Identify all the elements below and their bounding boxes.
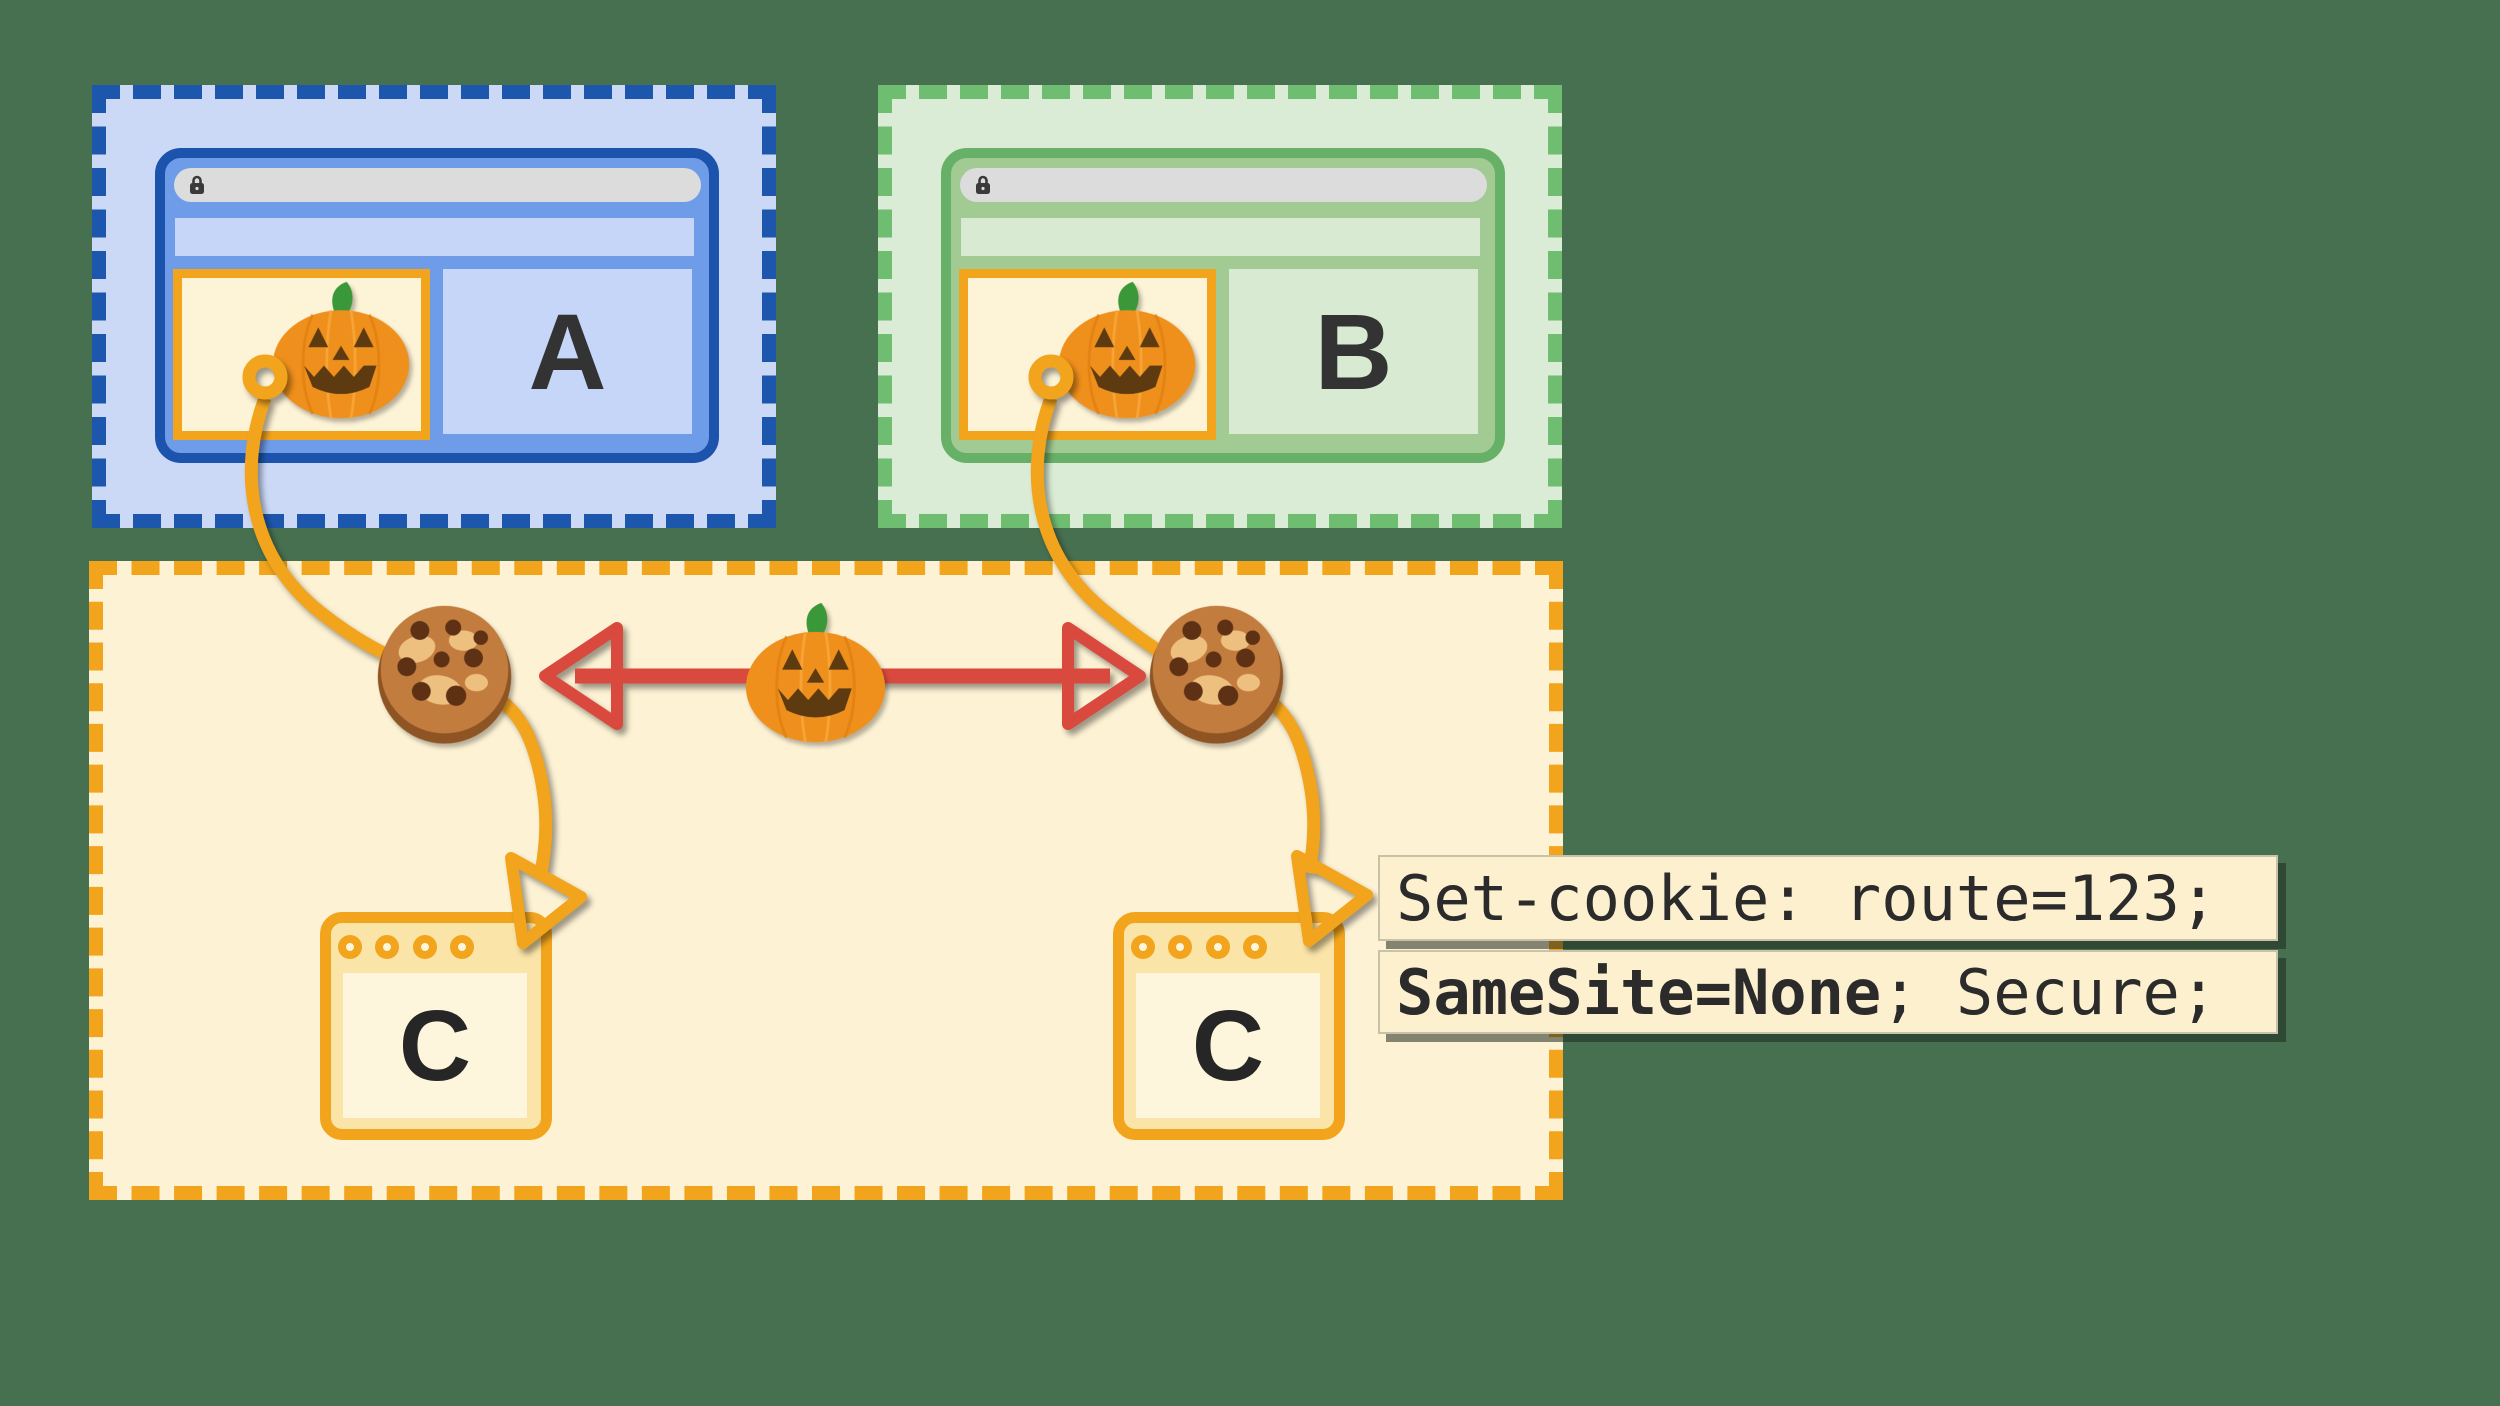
browser-window-a: A bbox=[155, 148, 719, 463]
window-dot-icon bbox=[413, 935, 437, 959]
window-dot-icon bbox=[338, 935, 362, 959]
site-c-left-content: C bbox=[343, 973, 527, 1118]
set-cookie-code-line-2: SameSite=None; Secure; bbox=[1378, 950, 2278, 1034]
url-bar-b bbox=[960, 168, 1487, 202]
site-a-content-panel: A bbox=[443, 269, 692, 434]
code-line-1-text: Set-cookie: route=123; bbox=[1396, 861, 2218, 935]
site-b-label: B bbox=[1314, 290, 1393, 412]
site-b-content-panel: B bbox=[1229, 269, 1478, 434]
window-dot-icon bbox=[1168, 935, 1192, 959]
site-c-right-label: C bbox=[1191, 989, 1265, 1102]
window-dot-icon bbox=[1206, 935, 1230, 959]
site-a-label: A bbox=[528, 290, 607, 412]
third-party-iframe-a bbox=[173, 269, 430, 440]
browser-window-b: B bbox=[941, 148, 1505, 463]
set-cookie-code-line-1: Set-cookie: route=123; bbox=[1378, 855, 2278, 941]
page-banner-b bbox=[961, 218, 1480, 256]
site-c-window-left: C bbox=[320, 912, 552, 1140]
window-dot-icon bbox=[450, 935, 474, 959]
url-bar-a bbox=[174, 168, 701, 202]
site-c-right-content: C bbox=[1136, 973, 1320, 1118]
window-dot-icon bbox=[1131, 935, 1155, 959]
site-b-context-box: B bbox=[878, 85, 1562, 528]
third-party-iframe-b bbox=[959, 269, 1216, 440]
site-c-left-label: C bbox=[398, 989, 472, 1102]
window-dot-icon bbox=[1243, 935, 1267, 959]
code-samesite-none: SameSite=None bbox=[1396, 955, 1882, 1029]
lock-icon bbox=[190, 175, 204, 194]
code-secure: ; Secure; bbox=[1881, 955, 2218, 1029]
page-banner-a bbox=[175, 218, 694, 256]
window-dot-icon bbox=[375, 935, 399, 959]
site-c-window-right: C bbox=[1113, 912, 1345, 1140]
site-a-context-box: A bbox=[92, 85, 776, 528]
lock-icon bbox=[976, 175, 990, 194]
